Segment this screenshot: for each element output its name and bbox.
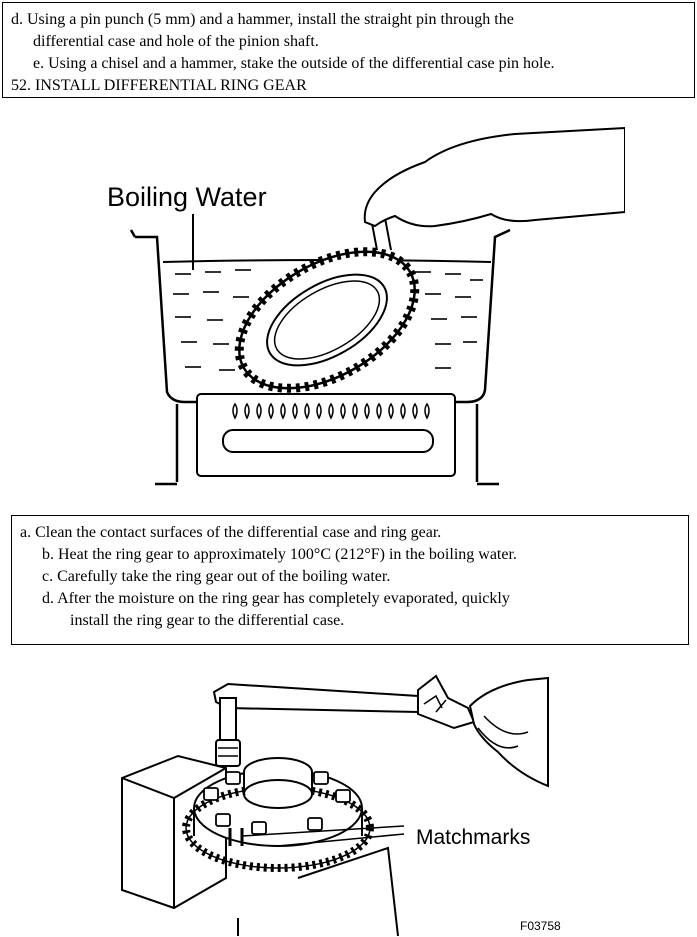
matchmarks-label: Matchmarks [416,826,530,849]
step-d-line2: differential case and hole of the pinion… [33,33,319,50]
boiling-water-label: Boiling Water [107,182,267,212]
instructions-box-top: d. Using a pin punch (5 mm) and a hammer… [2,2,695,98]
instructions-box-middle: a. Clean the contact surfaces of the dif… [11,515,689,645]
step-a: a. Clean the contact surfaces of the dif… [20,524,442,541]
boiling-water-illustration: Boiling Water [107,126,625,486]
step-d-line2: install the ring gear to the differentia… [70,612,345,629]
ring-gear-install-illustration: Matchmarks F03758 [121,674,561,936]
step-d-line1: d. After the moisture on the ring gear h… [42,590,510,607]
step-e: e. Using a chisel and a hammer, stake th… [33,55,555,72]
figure-code: F03758 [520,919,561,933]
step-d-line1: d. Using a pin punch (5 mm) and a hammer… [11,11,514,28]
step-b: b. Heat the ring gear to approximately 1… [42,546,517,563]
section-heading: 52. INSTALL DIFFERENTIAL RING GEAR [11,77,307,94]
step-c: c. Carefully take the ring gear out of t… [42,568,391,585]
